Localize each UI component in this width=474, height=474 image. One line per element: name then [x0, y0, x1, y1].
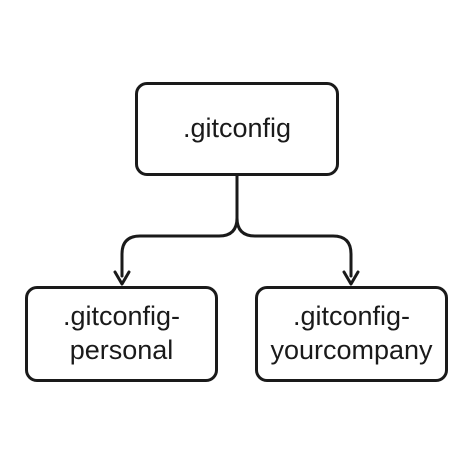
connector-trunk: [120, 174, 239, 278]
connector-branch-right: [235, 216, 353, 278]
arrowhead-right: [342, 270, 360, 286]
node-gitconfig-yourcompany-line1: .gitconfig-: [292, 301, 411, 332]
node-gitconfig-yourcompany-line2: yourcompany: [270, 335, 433, 365]
node-gitconfig-yourcompany: .gitconfig- yourcompany: [255, 286, 448, 382]
node-gitconfig-personal-line2: personal: [69, 335, 174, 365]
arrowhead-left: [113, 270, 131, 286]
node-gitconfig: .gitconfig: [135, 82, 339, 176]
node-gitconfig-personal-line1: .gitconfig-: [62, 301, 181, 332]
node-gitconfig-label: .gitconfig: [182, 113, 292, 144]
node-gitconfig-personal: .gitconfig- personal: [25, 286, 218, 382]
